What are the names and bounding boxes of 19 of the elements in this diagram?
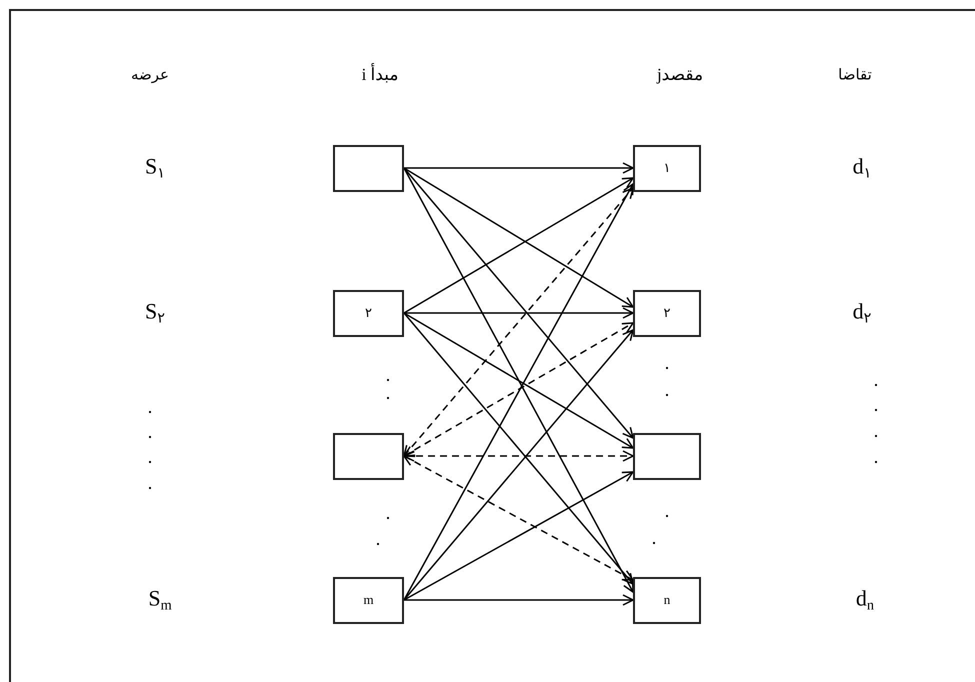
origin-box xyxy=(333,144,404,192)
column-heading: تقاضا xyxy=(838,66,872,84)
arrow xyxy=(404,307,634,319)
arrow xyxy=(404,162,634,174)
column-heading: i مبدأ xyxy=(362,65,398,85)
origin-box: ۲ xyxy=(333,290,404,336)
origin-box: m xyxy=(333,576,404,624)
arrow xyxy=(404,594,634,606)
destination-box xyxy=(633,432,701,480)
arrow xyxy=(404,471,634,601)
demand-label: d$_{n}$ xyxy=(856,585,874,615)
destination-box: n xyxy=(633,576,701,624)
arrow xyxy=(403,455,634,581)
destination-box: ۲ xyxy=(633,290,701,336)
supply-label: S$_{m}$ xyxy=(148,585,172,615)
origin-box xyxy=(333,432,404,480)
column-heading: عرضه xyxy=(131,66,169,84)
column-heading: jمقصد xyxy=(656,65,704,85)
destination-box: ۱ xyxy=(633,144,701,192)
